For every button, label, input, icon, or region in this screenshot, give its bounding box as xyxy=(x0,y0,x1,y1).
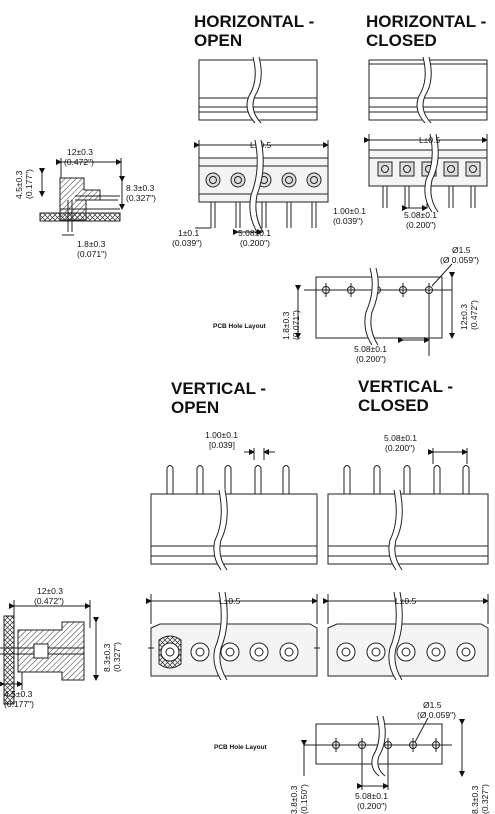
dim-h-open-pitch-2: (0.200") xyxy=(240,238,270,248)
dim-v-pcb-right-1: 8.3±0.3 xyxy=(470,785,480,814)
heading-line-1: VERTICAL - xyxy=(171,379,267,398)
dim-h-closed-left-1: 1.00±0.1 xyxy=(333,206,366,216)
dim-h-open-left-1: 1±0.1 xyxy=(178,228,199,238)
heading-line-1: HORIZONTAL - xyxy=(194,12,315,31)
pcb-label-horizontal: PCB Hole Layout xyxy=(213,323,267,330)
vertical-open-front-view xyxy=(146,591,320,682)
dim-h-pcb-right-2: (0.472") xyxy=(469,300,479,330)
dim-h-pcb-hole-2: (Ø 0.059") xyxy=(440,255,479,265)
dim-v-open-top-1: 1.00±0.1 xyxy=(205,430,238,440)
dim-h-closed-pitch-1: 5.08±0.1 xyxy=(404,210,437,220)
dim-h-side-left-1: 4.5±0.3 xyxy=(14,170,24,199)
vertical-side-section xyxy=(0,600,99,705)
horizontal-open-terminals xyxy=(195,139,322,235)
dim-h-side-right-1: 8.3±0.3 xyxy=(126,183,155,193)
dim-h-side-top-1: 12±0.3 xyxy=(67,147,93,157)
heading-horizontal-open: HORIZONTAL - OPEN xyxy=(194,12,314,50)
dim-h-pcb-pitch-1: 5.08±0.1 xyxy=(354,344,387,354)
dim-v-open-top-2: [0.039] xyxy=(209,440,235,450)
vertical-pcb-layout xyxy=(301,715,465,790)
dim-v-closed-top-1: 5.08±0.1 xyxy=(384,433,417,443)
dim-v-pcb-hole-2: (Ø 0.059") xyxy=(417,710,456,720)
dim-h-side-right-2: (0.327") xyxy=(126,193,156,203)
dim-h-open-pitch-1: 5.08±0.1 xyxy=(238,228,271,238)
dim-h-closed-left-2: (0.039") xyxy=(333,216,363,226)
horizontal-closed-front-view xyxy=(364,133,488,214)
horizontal-open-top-view xyxy=(198,56,318,126)
vertical-closed-side-view xyxy=(327,448,489,572)
dim-h-pcb-hole-1: Ø1.5 xyxy=(452,245,471,255)
dim-h-closed-pitch-2: (0.200") xyxy=(406,220,436,230)
heading-line-2: CLOSED xyxy=(366,31,437,50)
dim-v-pcb-left-1: 3.8±0.3 xyxy=(289,785,299,814)
dim-v-side-top-1: 12±0.3 xyxy=(37,586,63,596)
dim-v-open-length: L±0.5 xyxy=(219,596,240,606)
heading-line-2: OPEN xyxy=(171,398,220,417)
heading-vertical-closed: VERTICAL - CLOSED xyxy=(358,377,453,415)
heading-line-2: CLOSED xyxy=(358,396,429,415)
dim-v-side-top-2: (0.472") xyxy=(34,596,64,606)
dim-h-pcb-left-2: (0.071") xyxy=(291,310,301,340)
vertical-open-side-view xyxy=(150,448,318,572)
dim-v-pcb-pitch-2: (0.200") xyxy=(357,801,387,811)
heading-vertical-open: VERTICAL - OPEN xyxy=(171,379,266,417)
heading-line-1: HORIZONTAL - xyxy=(366,12,487,31)
vertical-closed-front-view xyxy=(323,591,489,682)
heading-line-1: VERTICAL - xyxy=(358,377,454,396)
dim-h-pcb-pitch-2: (0.200") xyxy=(356,354,386,364)
dim-v-pcb-left-2: (0.150") xyxy=(299,784,309,814)
dim-h-side-bottom-2: (0.071") xyxy=(77,249,107,259)
dim-h-pcb-left-1: 1.8±0.3 xyxy=(281,311,291,340)
dim-v-side-right-1: 8.3±0.3 xyxy=(102,643,112,672)
horizontal-pcb-layout xyxy=(295,263,455,356)
dim-v-side-right-2: (0.327") xyxy=(112,642,122,672)
pcb-label-vertical: PCB Hole Layout xyxy=(214,744,268,751)
dim-v-side-bottom-2: (0.177") xyxy=(4,699,34,709)
dim-h-side-bottom-1: 1.8±0.3 xyxy=(77,239,106,249)
dim-v-pcb-right-2: (0.327") xyxy=(480,784,490,814)
dim-v-pcb-hole-1: Ø1.5 xyxy=(423,700,442,710)
dim-h-side-left-2: (0.177") xyxy=(24,169,34,199)
horizontal-closed-top-view xyxy=(368,56,488,126)
dim-v-pcb-pitch-1: 5.08±0.1 xyxy=(355,791,388,801)
dim-h-side-top-2: (0.472") xyxy=(64,157,94,167)
heading-horizontal-closed: HORIZONTAL - CLOSED xyxy=(366,12,486,50)
horizontal-side-section xyxy=(39,158,125,236)
dim-h-closed-length: L±0.5 xyxy=(419,135,440,145)
dim-v-closed-length: L±0.5 xyxy=(395,596,416,606)
dim-h-open-left-2: (0.039") xyxy=(172,238,202,248)
dim-v-side-bottom-1: 4.5±0.3 xyxy=(4,689,33,699)
dim-h-pcb-right-1: 12±0.3 xyxy=(459,304,469,330)
heading-line-2: OPEN xyxy=(194,31,243,50)
dim-v-closed-top-2: (0.200") xyxy=(385,443,415,453)
